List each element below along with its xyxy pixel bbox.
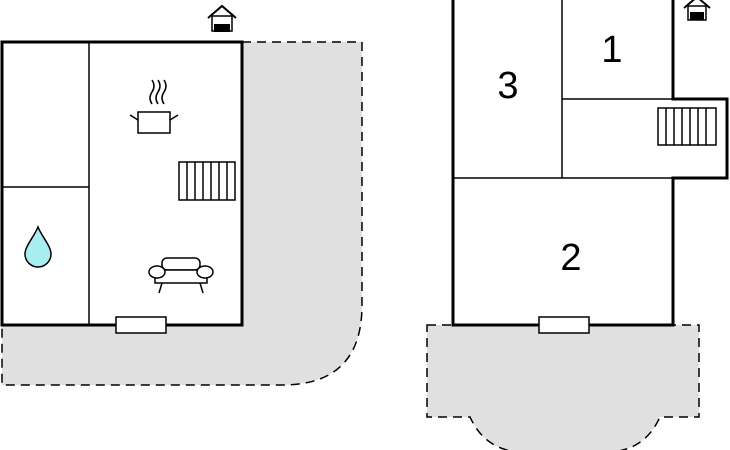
entrance-icon	[683, 0, 711, 21]
water-drop-icon	[24, 224, 52, 268]
kitchen-pot-icon	[129, 79, 179, 134]
ground-floor	[0, 4, 363, 386]
staircase-icon	[178, 161, 236, 201]
staircase-icon	[657, 107, 717, 146]
entrance-icon	[207, 4, 237, 32]
room-number-2: 2	[560, 237, 581, 279]
upper-floor-outline	[451, 0, 729, 327]
ground-floor-terrace	[1, 41, 363, 386]
room-number-1: 1	[601, 29, 622, 71]
upper-floor: 1 2 3	[426, 0, 729, 450]
room-number-3: 3	[497, 65, 518, 107]
sofa-icon	[148, 257, 214, 294]
upper-floor-terrace	[426, 324, 700, 450]
door-icon	[538, 316, 590, 334]
door-icon	[115, 316, 167, 334]
